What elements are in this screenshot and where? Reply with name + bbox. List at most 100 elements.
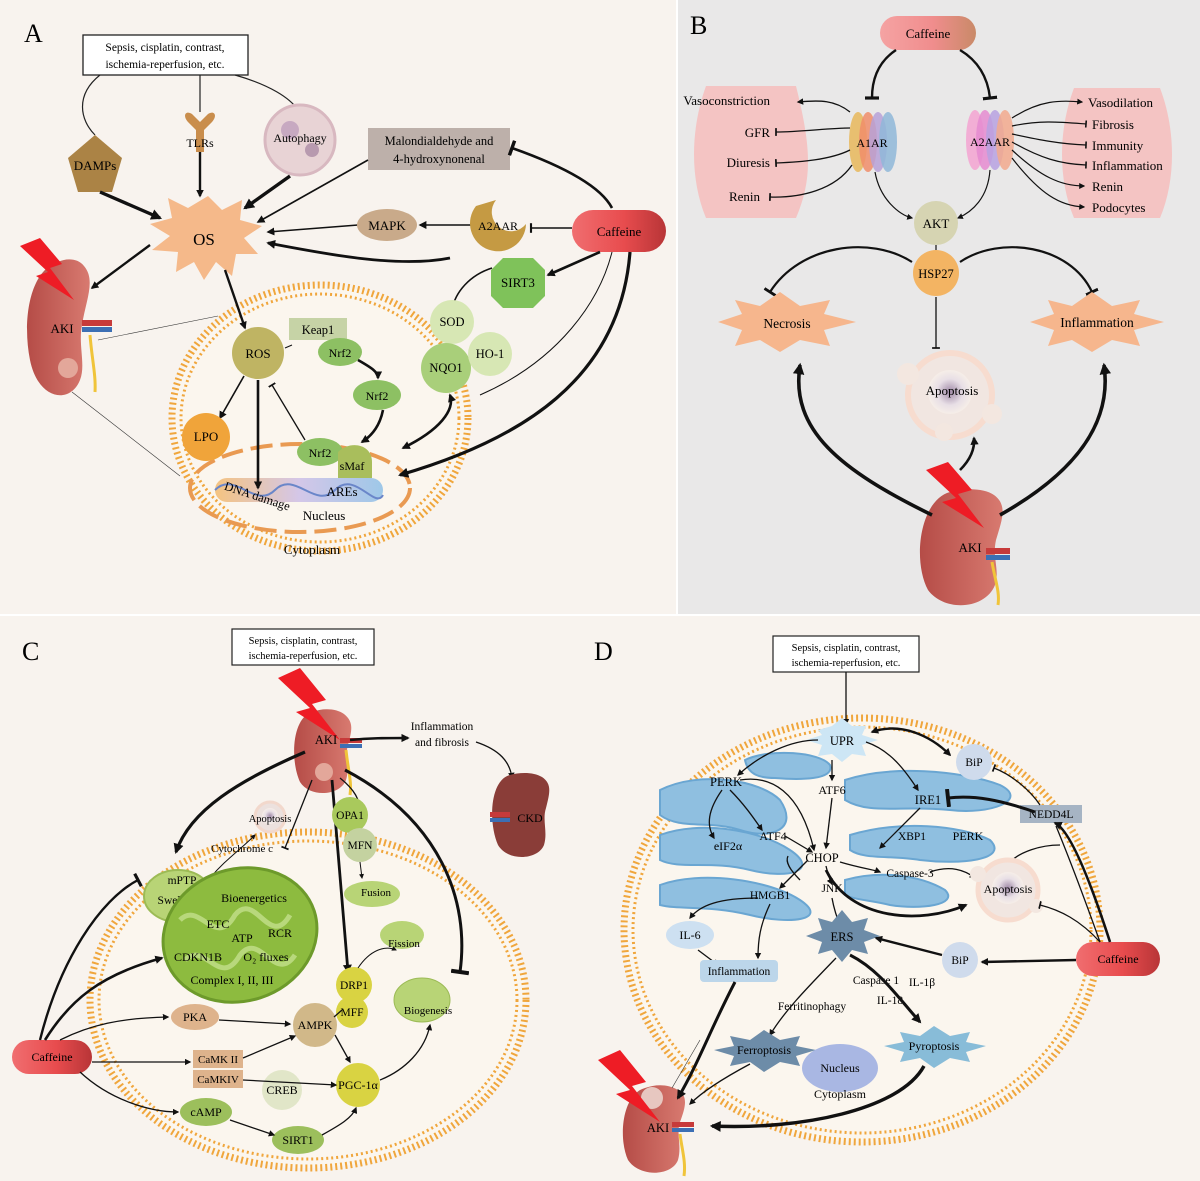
trigger-c-line2: ischemia-reperfusion, etc. (249, 651, 358, 662)
cytoplasm-label: Cytoplasm (284, 542, 340, 557)
o2-fluxes-label: O₂ fluxes (243, 950, 289, 964)
camk2-label: CaMK II (198, 1054, 238, 1066)
lightning-bolt-b (926, 462, 984, 528)
nucleus-label: Nucleus (303, 508, 346, 523)
caffeine-capsule-c (12, 1040, 92, 1074)
camp-node (180, 1098, 232, 1126)
panel-b: Caffeine A1AR A2AAR Vasoconstriction GFR… (683, 16, 1172, 606)
damps-pentagon (68, 135, 122, 192)
effect-fibrosis: Fibrosis (1092, 117, 1134, 132)
ros-label: ROS (245, 346, 270, 361)
autophagy-label: Autophagy (273, 131, 326, 145)
mda-text-line2: 4-hydroxynonenal (393, 152, 485, 166)
drp1-node (336, 967, 372, 1003)
ferritinophagy-label: Ferritinophagy (778, 1001, 847, 1013)
panel-label-b: B (690, 11, 707, 40)
caffeine-label-d: Caffeine (1097, 952, 1138, 966)
panel-a: Sepsis, cisplatin, contrast, ischemia-re… (20, 34, 666, 557)
effect-vasoconstriction: Vasoconstriction (683, 93, 770, 108)
fission-mito (380, 921, 424, 949)
sirt3-label: SIRT3 (501, 275, 535, 290)
bioenergetics-label: Bioenergetics (221, 891, 287, 905)
trigger-text-line2: ischemia-reperfusion, etc. (105, 59, 224, 71)
fusion-mito (344, 881, 400, 907)
atf4-label: ATF4 (759, 829, 786, 843)
upr-label: UPR (830, 734, 855, 748)
mff-label: MFF (340, 1007, 363, 1019)
left-effects-panel (694, 86, 808, 218)
apoptosis-cell-c (253, 800, 287, 834)
caspase3-label: Caspase-3 (886, 868, 934, 880)
ros-node (232, 327, 284, 379)
caffeine-capsule-b (880, 16, 976, 50)
ares-label: AREs (326, 484, 357, 499)
panel-d: Sepsis, cisplatin, contrast, ischemia-re… (598, 635, 1160, 1177)
cytochrome-c-label: Cytochrome c (211, 843, 273, 855)
hsp27-label: HSP27 (918, 267, 953, 281)
hmgb1-label: HMGB1 (750, 890, 791, 902)
chop-label: CHOP (805, 851, 838, 865)
perk-label: PERK (710, 775, 742, 789)
trigger-box-c (231, 628, 375, 666)
pyroptosis-star (884, 1026, 986, 1068)
eif2a-label: eIF2α (714, 839, 743, 853)
mapk-label: MAPK (368, 218, 406, 233)
effect-immunity: Immunity (1092, 138, 1144, 153)
perk-label-2: PERK (953, 829, 984, 843)
bip-label-lower: BiP (951, 955, 968, 967)
il1b-label: IL-1β (909, 977, 935, 989)
nrf2-label-2: Nrf2 (366, 389, 389, 403)
mff-node (336, 996, 368, 1028)
effect-inflammation: Inflammation (1092, 158, 1163, 173)
effect-podocytes: Podocytes (1092, 200, 1145, 215)
effect-vasodilation: Vasodilation (1088, 95, 1153, 110)
apoptosis-cell-d (970, 857, 1043, 923)
apoptosis-label-b: Apoptosis (926, 383, 979, 398)
a2aar-receptor (470, 200, 526, 252)
mapk-node (357, 209, 417, 241)
camk2-box (193, 1050, 243, 1068)
ho1-label: HO-1 (476, 347, 504, 361)
nqo1-node (421, 343, 471, 393)
bip-label-top: BiP (965, 757, 982, 769)
opa1-node (332, 797, 368, 833)
panel-label-a: A (24, 19, 43, 48)
inflammation-label: Inflammation (1060, 315, 1134, 330)
right-effects-panel (1062, 88, 1172, 218)
panel-label-c: C (22, 637, 39, 666)
bip-node-lower (942, 942, 978, 978)
aki-label: AKI (50, 321, 73, 336)
nrf2-node-2 (353, 380, 401, 410)
mfn-label: MFN (348, 840, 374, 852)
ckd-kidney (490, 772, 550, 858)
a1ar-receptor (849, 112, 897, 172)
aki-kidney-b (919, 489, 1010, 606)
nucleus-label-d: Nucleus (820, 1061, 860, 1075)
a2aar-label-b: A2AAR (970, 135, 1010, 149)
ire1-label: IRE1 (915, 793, 941, 807)
apoptosis-label-d: Apoptosis (984, 882, 1033, 896)
aki-label-c: AKI (315, 733, 337, 747)
necrosis-label: Necrosis (763, 316, 810, 331)
creb-label: CREB (266, 1083, 297, 1097)
cytoplasm-label-d: Cytoplasm (814, 1087, 867, 1101)
sirt1-node (272, 1126, 324, 1154)
effect-diuresis: Diuresis (727, 155, 770, 170)
trigger-d-line1: Sepsis, cisplatin, contrast, (792, 643, 901, 654)
tlrs-label: TLRs (186, 136, 214, 150)
effect-gfr: GFR (745, 125, 771, 140)
bip-node-top (956, 744, 992, 780)
ckd-label: CKD (517, 811, 543, 825)
os-label: OS (193, 230, 215, 249)
a2aar-label: A2AAR (478, 219, 518, 233)
drp1-label: DRP1 (340, 980, 368, 992)
sirt3-octagon (491, 258, 545, 308)
cdkn1b-label: CDKN1B (174, 950, 222, 964)
il6-node (666, 921, 714, 949)
pka-node (171, 1004, 219, 1030)
inflammation-star (1030, 292, 1164, 352)
nucleus-outline (188, 442, 412, 534)
mda-box (368, 128, 510, 170)
nedd4l-label: NEDD4L (1029, 809, 1074, 821)
